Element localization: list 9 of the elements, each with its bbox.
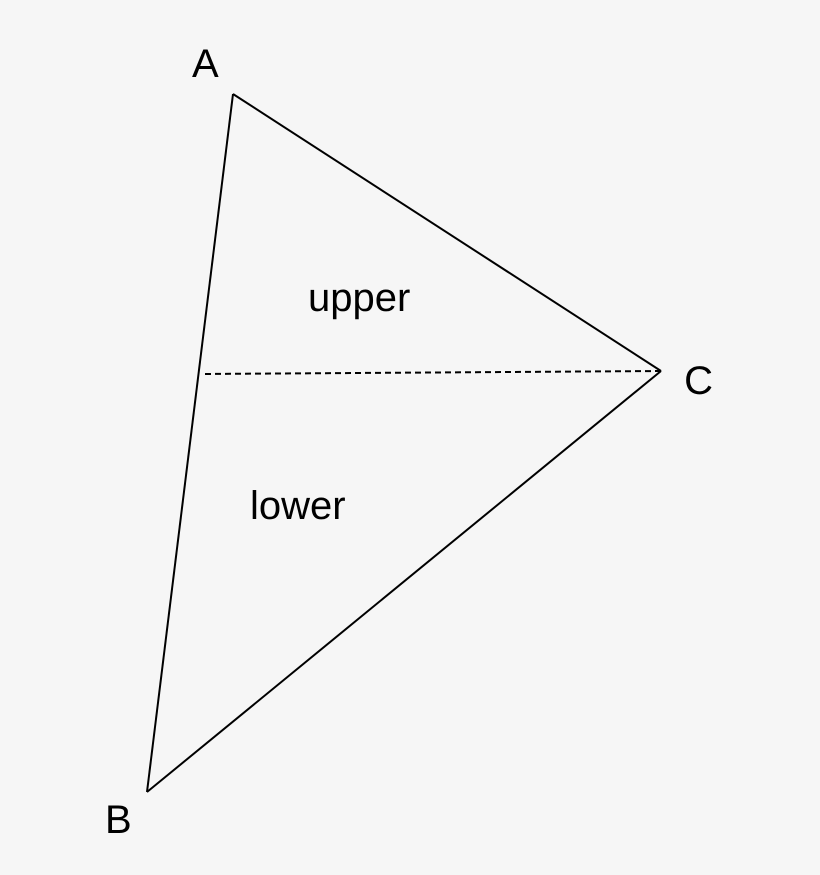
region-label: upper [308, 276, 410, 320]
region-label: lower [250, 484, 346, 528]
triangle-side [146, 370, 662, 793]
dashed-line [202, 370, 661, 375]
vertex-label: A [192, 44, 233, 94]
triangle-side [146, 94, 234, 792]
vertex-label: C [661, 356, 713, 406]
triangle-side [232, 93, 662, 372]
vertex-label: B [105, 792, 147, 840]
